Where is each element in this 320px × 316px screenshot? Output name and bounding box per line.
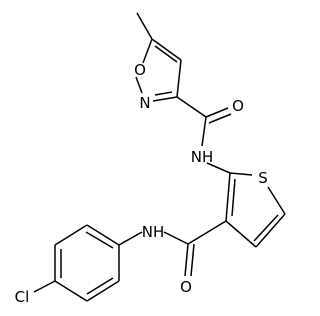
bond-benzene-2-3 [54,224,88,246]
bond-thiophene-c3-c2 [225,172,231,222]
bond-thiophene-c5-c4-inner [253,214,279,242]
bond-benzene-1-2-inner [85,231,114,249]
bond-carbonyl-o-upper-1 [205,107,229,118]
bond-thiophene-c2-s [229,172,253,176]
bond-isoxazole-c4-c3 [176,59,182,98]
bond-carbonyl-o-lower-1 [184,243,189,277]
atom-label-carbonyl-oxygen-lower: O [180,278,192,296]
atom-label-ring-oxygen: O [134,61,146,79]
bond-isoxazole-o-c5 [142,38,153,64]
bond-carbonyl-o-lower-2 [190,243,195,277]
bond-thiophene-c5-c4 [255,213,286,248]
bond-carbonyl-nh-lower [163,231,189,245]
bond-isoxazole-n-o [135,76,143,94]
bond-nh-thiophene [206,162,231,174]
bond-c3-carbonyl [176,96,207,118]
bond-isoxazole-c5-c4 [151,38,182,61]
atom-label-chlorine: Cl [15,288,30,306]
atom-label-ring-nitrogen: N [139,94,150,112]
bond-c3-carbonyl-lower [187,220,227,245]
bond-benzene-4-5 [54,280,88,302]
chemical-structure: O N O NH S NH O Cl [15,12,286,306]
bond-benzene-5-6 [86,280,120,302]
bond-thiophene-s-c5 [267,186,286,215]
bond-nh-phenyl [118,231,143,246]
atom-label-amide-nh-lower: NH [142,223,165,241]
bonds [33,12,286,302]
bond-isoxazole-c3-n-inner [154,91,173,96]
bond-isoxazole-c5-c4-inner [154,45,178,63]
bond-benzene-1-2 [86,224,120,246]
bond-c-cl [33,280,56,293]
bond-methyl [136,12,153,40]
bond-thiophene-c3-c2-inner [231,178,236,217]
bond-benzene-5-6-inner [86,277,114,295]
atom-label-carbonyl-oxygen-upper: O [232,97,244,115]
bond-carbonyl-nh-upper [201,116,207,147]
atom-label-amide-nh-upper: NH [191,148,214,166]
bond-thiophene-c4-c3 [225,220,257,248]
atom-labels: O N O NH S NH O Cl [15,61,268,306]
bond-carbonyl-o-upper-2 [208,113,232,124]
atom-label-sulfur: S [258,169,268,187]
bond-isoxazole-c3-n [152,96,178,102]
